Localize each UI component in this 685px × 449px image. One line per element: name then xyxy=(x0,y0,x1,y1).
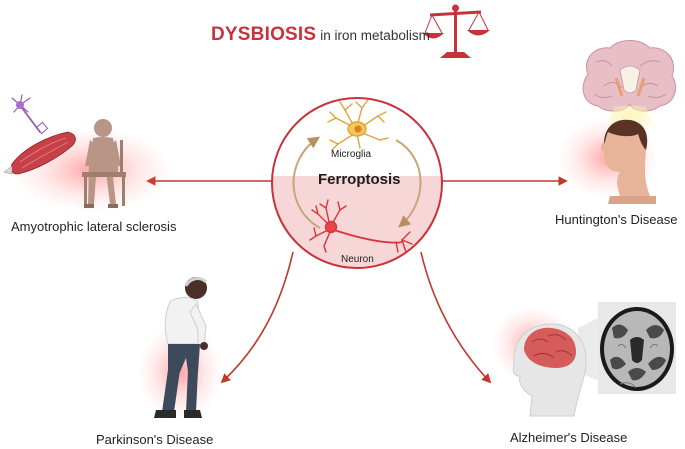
seated-person-icon xyxy=(82,119,126,208)
motor-neuron-muscle-icon xyxy=(3,94,76,175)
alzheimer-label: Alzheimer's Disease xyxy=(510,430,628,445)
brain-head-profile-icon xyxy=(512,323,587,417)
title-sub: in iron metabolism xyxy=(320,28,430,43)
brain-mri-axial-icon xyxy=(598,302,676,394)
ferroptosis-label: Ferroptosis xyxy=(318,171,401,188)
parkinson-label: Parkinson's Disease xyxy=(96,432,214,447)
cycle-arrow-right xyxy=(395,139,422,228)
elderly-walking-person-icon xyxy=(154,277,208,418)
neuron-cell-icon xyxy=(309,199,413,253)
microglia-label: Microglia xyxy=(331,149,372,160)
title-main: DYSBIOSIS xyxy=(211,24,317,45)
als-label: Amyotrophic lateral sclerosis xyxy=(11,219,177,234)
huntington-label: Huntington's Disease xyxy=(555,212,678,227)
cycle-arrow-left xyxy=(292,136,321,229)
balance-scale-icon xyxy=(423,4,490,58)
brain-coronal-section-icon xyxy=(582,40,676,112)
arrow-to-parkinson xyxy=(220,251,294,384)
neuron-label: Neuron xyxy=(341,254,374,265)
head-profile-icon xyxy=(601,119,656,204)
microglia-cell-icon xyxy=(327,99,389,151)
arrow-to-alzheimer xyxy=(420,251,492,384)
